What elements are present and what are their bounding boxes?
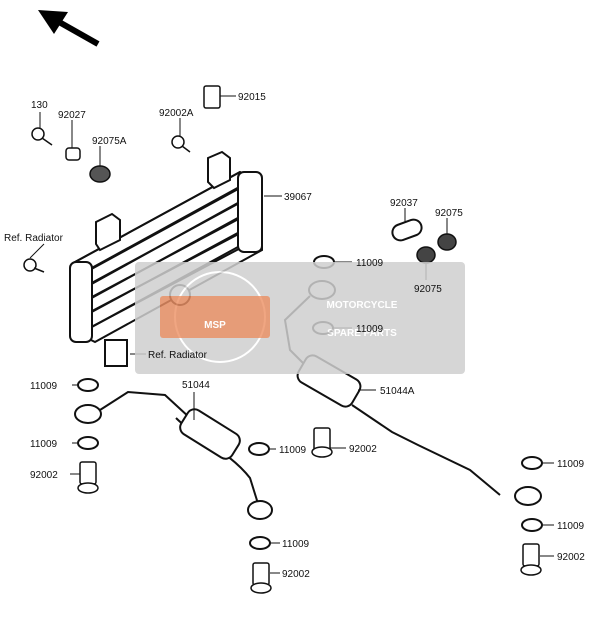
label-92075-bottom: 92075 — [414, 284, 442, 295]
direction-arrow-icon — [38, 10, 100, 47]
label-92027: 92027 — [58, 110, 86, 121]
label-92002-bottom: 92002 — [282, 569, 310, 580]
hose-51044 — [74, 390, 273, 520]
label-11009-h: 11009 — [557, 521, 585, 532]
oil-cooler — [69, 150, 263, 367]
bolt-130 — [31, 127, 53, 146]
grommet-92075a — [89, 165, 111, 183]
label-92002a: 92002A — [159, 108, 194, 119]
label-11009-b: 11009 — [356, 324, 384, 335]
watermark-brand-line1: MOTORCYCLE — [327, 300, 398, 311]
washers-11009 — [77, 255, 543, 550]
label-130: 130 — [31, 100, 48, 111]
bolt-ref-radiator — [23, 258, 45, 273]
label-11009-c: 11009 — [30, 381, 58, 392]
label-11009-a: 11009 — [356, 258, 384, 269]
label-51044a: 51044A — [380, 386, 415, 397]
watermark-msp-text: MSP — [204, 320, 226, 331]
label-ref-radiator-bottom: Ref. Radiator — [148, 350, 208, 361]
label-92015: 92015 — [238, 92, 266, 103]
clip-92015 — [203, 85, 221, 109]
watermark-brand-line2: SPARE PARTS — [327, 328, 397, 339]
label-11009-g: 11009 — [557, 459, 585, 470]
label-92002-left: 92002 — [30, 470, 58, 481]
label-11009-f: 11009 — [282, 539, 310, 550]
band-92037 — [391, 218, 423, 242]
collar-92027 — [65, 147, 81, 161]
watermark-logo: MSP MOTORCYCLE SPARE PARTS — [135, 262, 465, 374]
grommet-92075 — [416, 233, 457, 264]
label-92037: 92037 — [390, 198, 418, 209]
label-11009-d: 11009 — [30, 439, 58, 450]
label-92075-top: 92075 — [435, 208, 463, 219]
bolts-92002 — [77, 427, 542, 594]
label-ref-radiator-top: Ref. Radiator — [4, 233, 64, 244]
label-11009-e: 11009 — [279, 445, 307, 456]
label-51044: 51044 — [182, 380, 210, 391]
label-39067: 39067 — [284, 192, 312, 203]
bolt-92002a — [171, 135, 191, 153]
label-92002-right: 92002 — [557, 552, 585, 563]
label-92002-mid: 92002 — [349, 444, 377, 455]
label-92075a: 92075A — [92, 136, 127, 147]
part-labels: 130 92027 92075A 92002A 92015 39067 Ref.… — [4, 92, 585, 580]
